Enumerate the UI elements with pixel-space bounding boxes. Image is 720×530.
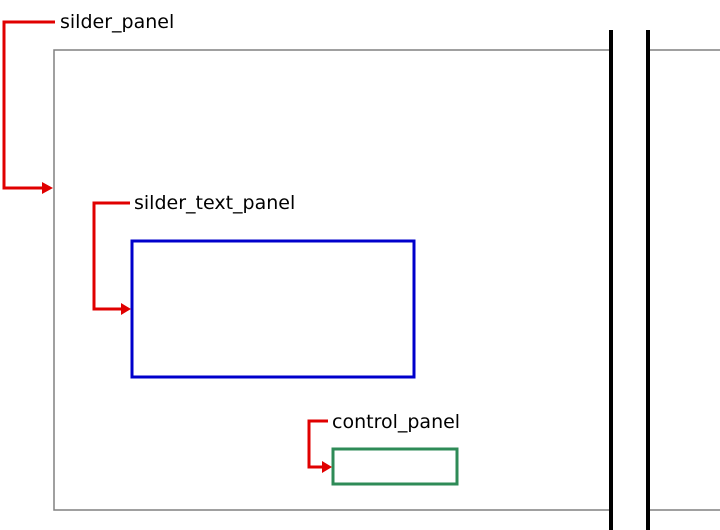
control-panel-label: control_panel xyxy=(332,411,460,433)
slider-text-panel-box xyxy=(130,239,416,379)
control-panel-callout-line xyxy=(307,419,328,469)
slider-panel-callout-line xyxy=(2,20,55,190)
slider-panel-label: silder_panel xyxy=(60,11,174,33)
control-panel-box xyxy=(331,447,459,486)
slider-panel-box xyxy=(53,49,720,511)
slider-text-panel-label: silder_text_panel xyxy=(134,192,295,214)
slider-text-panel-callout-arrowhead xyxy=(121,303,131,315)
break-gap xyxy=(612,30,648,530)
control-panel-callout-arrowhead xyxy=(322,461,332,473)
slider-text-panel-callout-line xyxy=(92,201,130,311)
slider-panel-callout-arrowhead xyxy=(42,182,53,194)
